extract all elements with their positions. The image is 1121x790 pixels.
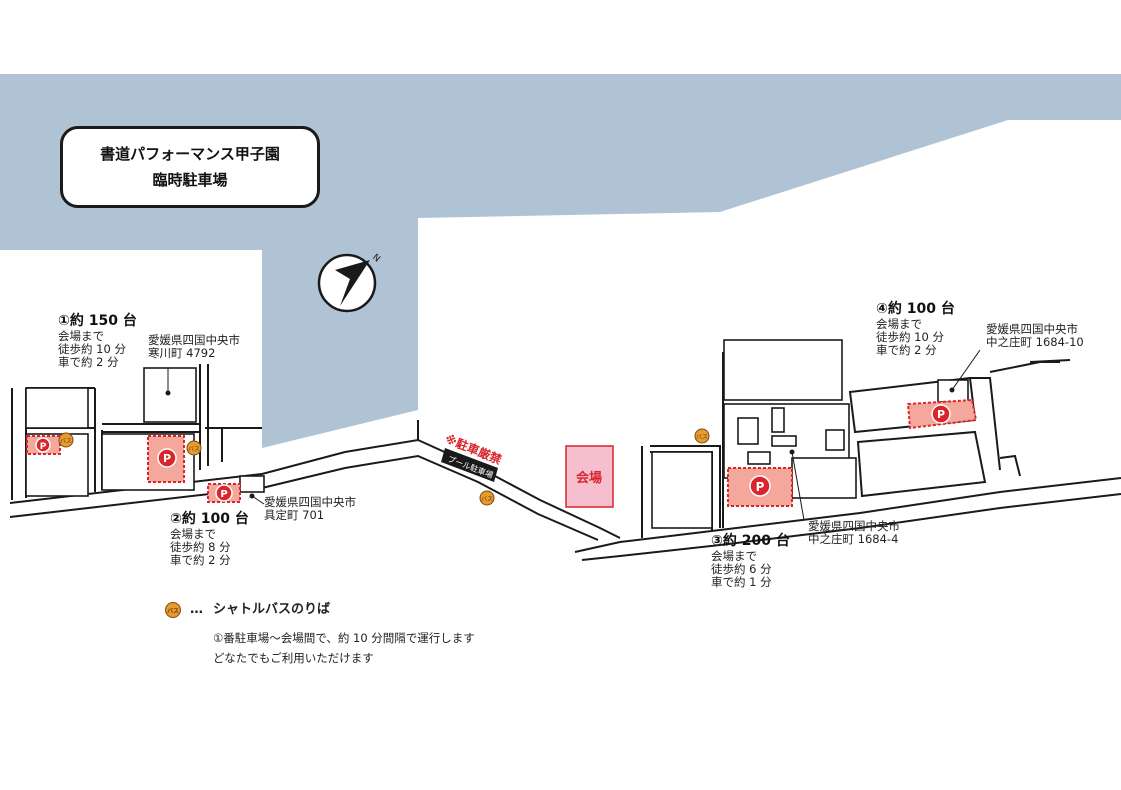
lot-3-address-city: 愛媛県四国中央市 <box>808 519 900 533</box>
bus-icon <box>186 440 202 456</box>
bus-icon <box>479 490 495 506</box>
lot-4-walk-time: 徒歩約 10 分 <box>876 330 944 344</box>
lot-2-capacity: ②約 100 台 <box>170 511 249 527</box>
lot-3-car-time: 車で約 1 分 <box>711 575 772 589</box>
lot-3-info: ③約 200 台 会場まで 徒歩約 6 分 車で約 1 分 <box>711 532 790 589</box>
compass-north-label: N <box>370 253 382 265</box>
compass: N <box>317 253 382 313</box>
parking-icon <box>749 475 771 497</box>
lot-4-walk-label: 会場まで <box>876 317 922 331</box>
lot-3-walk-time: 徒歩約 6 分 <box>711 562 772 576</box>
parking-icon <box>35 437 51 453</box>
lot-2-address-city: 愛媛県四国中央市 <box>264 495 356 509</box>
svg-text:バス: バス <box>167 607 179 615</box>
address-leaders <box>165 349 981 521</box>
lot-3-walk-label: 会場まで <box>711 549 757 563</box>
parking-icon <box>215 484 233 502</box>
lot-2-car-time: 車で約 2 分 <box>170 553 231 567</box>
lot-4-address: 愛媛県四国中央市 中之庄町 1684-10 <box>986 323 1084 349</box>
legend-note-1: ①番駐車場～会場間で、約 10 分間隔で運行します <box>213 631 475 645</box>
legend-label: シャトルバスのりば <box>213 602 331 617</box>
legend-dots: … <box>190 602 203 617</box>
svg-text:P: P <box>40 442 47 452</box>
title-line2: 臨時駐車場 <box>152 171 228 189</box>
lot-2-address: 愛媛県四国中央市 具定町 701 <box>264 496 356 522</box>
buildings <box>25 339 969 529</box>
svg-text:バス: バス <box>696 434 708 441</box>
svg-text:P: P <box>163 452 171 465</box>
bus-icon <box>58 432 74 448</box>
bus-icon: バス <box>165 602 181 618</box>
svg-text:バス: バス <box>481 496 493 503</box>
legend-note-2: どなたでもご利用いただけます <box>213 651 374 665</box>
lot-1-address: 愛媛県四国中央市 寒川町 4792 <box>148 334 240 360</box>
map-title: 書道パフォーマンス甲子園 臨時駐車場 <box>60 126 320 208</box>
svg-text:バス: バス <box>188 446 200 453</box>
lot-1-info: ①約 150 台 会場まで 徒歩約 10 分 車で約 2 分 <box>58 312 137 369</box>
lot-4-address-street: 中之庄町 1684-10 <box>986 335 1084 349</box>
lot-2-walk-time: 徒歩約 8 分 <box>170 540 231 554</box>
lot-1-address-street: 寒川町 4792 <box>148 346 216 360</box>
lot-3-capacity: ③約 200 台 <box>711 533 790 549</box>
venue-box <box>565 445 614 508</box>
lot-4-car-time: 車で約 2 分 <box>876 343 937 357</box>
svg-text:P: P <box>220 489 227 500</box>
lot-2-walk-label: 会場まで <box>170 527 216 541</box>
svg-text:P: P <box>756 480 765 494</box>
lot-2-info: ②約 100 台 会場まで 徒歩約 8 分 車で約 2 分 <box>170 510 249 567</box>
title-line1: 書道パフォーマンス甲子園 <box>100 145 280 163</box>
legend: バス … シャトルバスのりば ①番駐車場～会場間で、約 10 分間隔で運行します… <box>164 600 475 668</box>
parking-icon <box>931 404 951 424</box>
lot-1-walk-label: 会場まで <box>58 329 104 343</box>
lot-3-address: 愛媛県四国中央市 中之庄町 1684-4 <box>808 520 900 546</box>
lot-4-address-city: 愛媛県四国中央市 <box>986 322 1078 336</box>
lot-1-car-time: 車で約 2 分 <box>58 355 119 369</box>
lot-2-address-street: 具定町 701 <box>264 508 325 522</box>
svg-text:バス: バス <box>60 438 72 445</box>
lot-1-address-city: 愛媛県四国中央市 <box>148 333 240 347</box>
bus-icon <box>694 428 710 444</box>
parking-markers: P P P P P <box>35 404 951 502</box>
lot-4-info: ④約 100 台 会場まで 徒歩約 10 分 車で約 2 分 <box>876 300 955 357</box>
svg-text:P: P <box>937 408 945 421</box>
lot-1-capacity: ①約 150 台 <box>58 313 137 329</box>
lot-1-walk-time: 徒歩約 10 分 <box>58 342 126 356</box>
venue-label: 会場 <box>576 470 602 486</box>
parking-icon <box>157 448 177 468</box>
bus-stops: バス バス バス バス <box>58 428 710 506</box>
lot-4-capacity: ④約 100 台 <box>876 301 955 317</box>
lot-3-address-street: 中之庄町 1684-4 <box>808 532 899 546</box>
